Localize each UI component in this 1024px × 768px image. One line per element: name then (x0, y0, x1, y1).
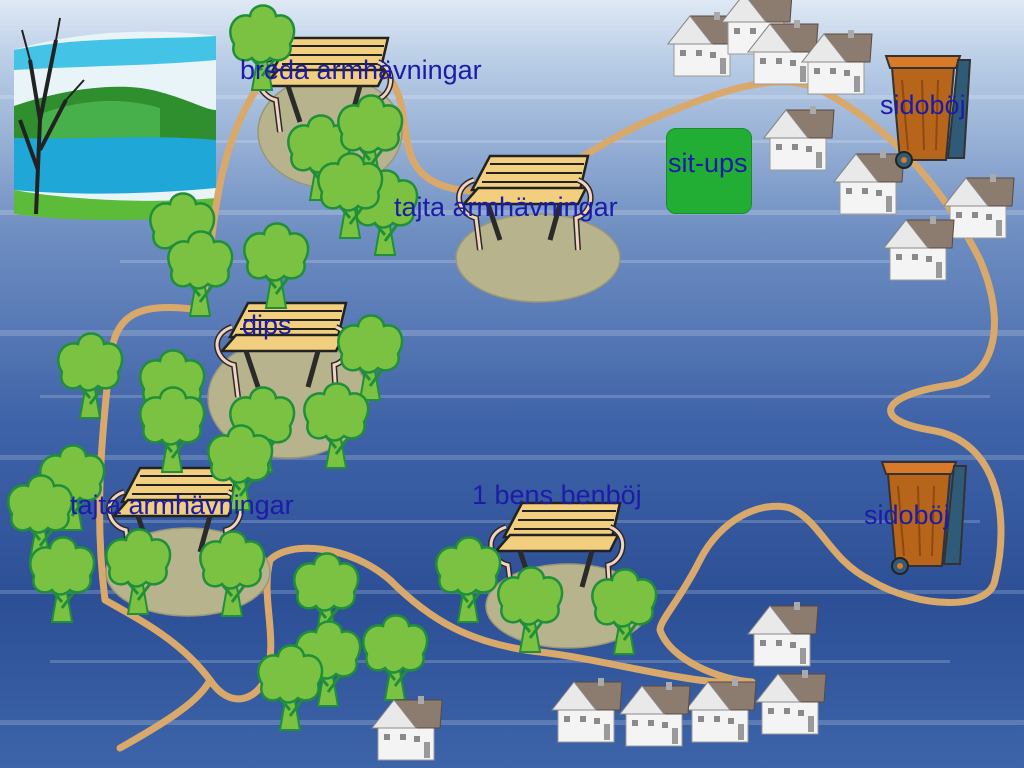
trash-bin-icon (881, 55, 971, 575)
station-label-1-bens-benboj: 1 bens benböj (472, 480, 642, 510)
station-label-tajta-armhavningar-left: tajta armhävningar (70, 490, 294, 520)
station-label-sidoboj-bottom: sidoböj (864, 500, 950, 530)
station-label-tajta-armhavningar-top: tajta armhävningar (394, 192, 618, 222)
station-label-sit-ups: sit-ups (668, 148, 748, 178)
station-label-breda-armhavningar: breda armhävningar (240, 55, 482, 85)
station-label-dips: dips (242, 310, 292, 340)
sit-ups-station (666, 128, 752, 214)
landscape-clipart-icon (14, 17, 216, 220)
station-label-sidoboj-top: sidoböj (880, 90, 966, 120)
